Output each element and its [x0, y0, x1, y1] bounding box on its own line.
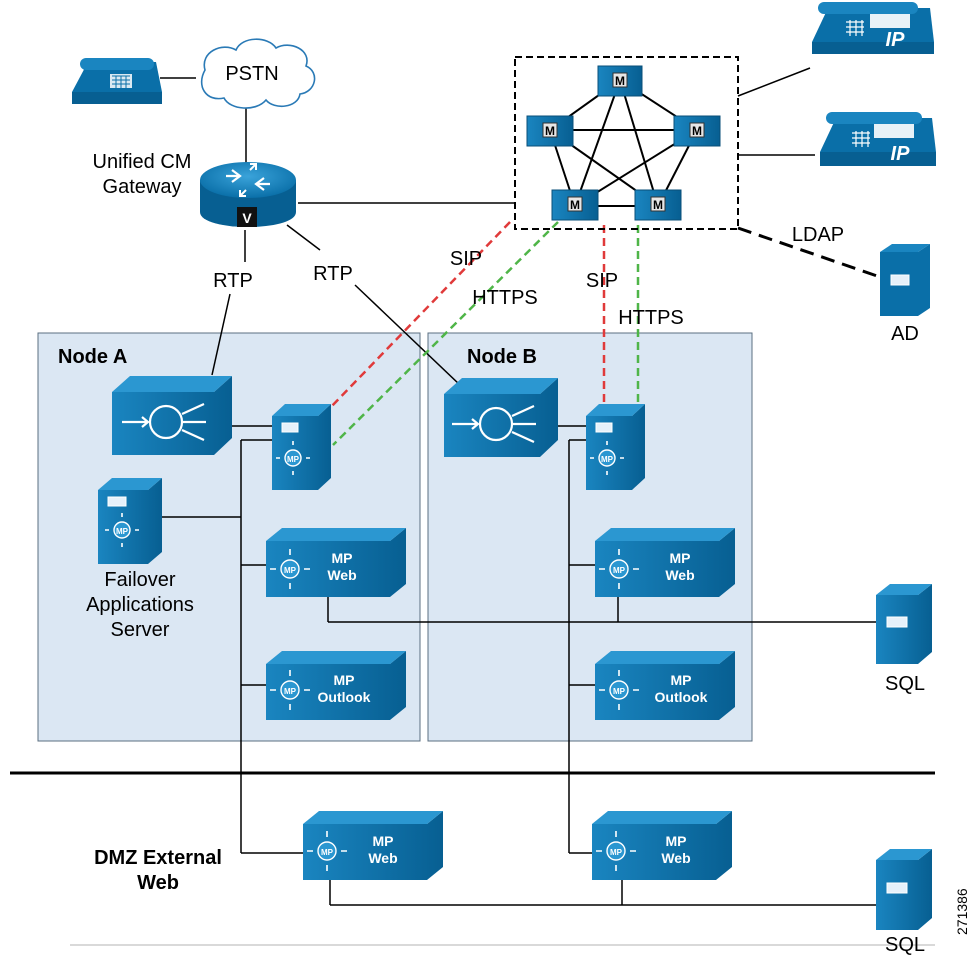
sql-label-internal: SQL	[885, 673, 925, 695]
connections	[160, 67, 881, 906]
cm-server-top	[597, 65, 643, 97]
mp-web-dmz-a	[303, 811, 443, 880]
mp-outlook-a-line1: MP	[334, 672, 355, 688]
ldap-label: LDAP	[792, 224, 844, 246]
sip-right-label: SIP	[586, 270, 618, 292]
cm-badge-left: M	[545, 124, 555, 138]
mp-outlook-b-line2: Outlook	[655, 689, 708, 705]
cm-server-right	[673, 115, 721, 147]
sip-left-label: SIP	[450, 248, 482, 270]
mp-web-b-line2: Web	[665, 567, 694, 583]
ad-label: AD	[891, 323, 919, 345]
figure-id: 271386	[954, 888, 970, 935]
mp-web-dmz-b	[592, 811, 732, 880]
mp-badge-web-a: MP	[284, 566, 297, 575]
https-left-label: HTTPS	[472, 287, 538, 309]
cm-server-left	[526, 115, 574, 147]
sql-server-icon	[876, 849, 932, 930]
pstn-label: PSTN	[225, 63, 278, 85]
cm-badge-bottom-left: M	[570, 198, 580, 212]
failover-label-line2: Applications	[86, 594, 194, 616]
mp-badge-outlook-b: MP	[613, 687, 626, 696]
cm-badge-right: M	[692, 124, 702, 138]
mp-web-dmz-a-line2: Web	[368, 850, 397, 866]
rtp-left-label: RTP	[213, 270, 253, 292]
mp-outlook-a-line2: Outlook	[318, 689, 371, 705]
failover-label-line1: Failover	[104, 569, 175, 591]
conference-bridge-b	[444, 378, 558, 457]
mp-outlook-node-b	[595, 651, 735, 720]
gateway-label-line2: Gateway	[103, 176, 182, 198]
cm-cluster-box	[514, 56, 739, 230]
mp-web-dmz-b-line2: Web	[661, 850, 690, 866]
node-b-title: Node B	[467, 346, 537, 368]
mp-web-a-line1: MP	[332, 550, 353, 566]
phone-icon	[72, 58, 162, 104]
mp-badge-outlook-a: MP	[284, 687, 297, 696]
ip-phone-label-2: IP	[891, 143, 911, 165]
mp-web-node-b	[595, 528, 735, 597]
mp-outlook-node-a	[266, 651, 406, 720]
failover-server-icon	[98, 478, 162, 564]
dmz-label-line2: Web	[137, 872, 179, 894]
mp-badge-web-b: MP	[613, 566, 626, 575]
cm-server-bottom-right	[634, 189, 682, 221]
mp-outlook-b-line1: MP	[671, 672, 692, 688]
pstn-cloud	[200, 38, 316, 109]
mp-badge-failover: MP	[116, 527, 129, 536]
mp-badge-node-a: MP	[287, 455, 300, 464]
mp-web-b-line1: MP	[670, 550, 691, 566]
cm-badge-bottom-right: M	[653, 198, 663, 212]
https-right-label: HTTPS	[618, 307, 684, 329]
mp-server-node-b	[586, 404, 645, 490]
mp-server-node-a	[272, 404, 331, 490]
ip-phone-icon	[820, 112, 936, 166]
sql-server-icon	[876, 584, 932, 664]
ip-phone-label-1: IP	[886, 29, 906, 51]
rtp-right-label: RTP	[313, 263, 353, 285]
gateway-label-line1: Unified CM	[93, 151, 192, 173]
mp-web-dmz-b-line1: MP	[666, 833, 687, 849]
failover-label-line3: Server	[111, 619, 170, 641]
sql-label-dmz: SQL	[885, 934, 925, 955]
cm-badge-top: M	[615, 74, 625, 88]
router-icon	[200, 162, 296, 227]
node-a-title: Node A	[58, 346, 127, 368]
mp-badge-dmz-b: MP	[610, 848, 623, 857]
mp-badge-dmz-a: MP	[321, 848, 334, 857]
ip-phone-icon	[812, 2, 934, 54]
mp-web-dmz-a-line1: MP	[373, 833, 394, 849]
ad-server-icon	[880, 244, 930, 316]
mp-web-node-a	[266, 528, 406, 597]
conference-bridge-a	[112, 376, 232, 455]
router-badge: V	[242, 210, 252, 226]
mp-web-a-line2: Web	[327, 567, 356, 583]
cm-server-bottom-left	[551, 189, 599, 221]
mp-badge-node-b: MP	[601, 455, 614, 464]
dmz-label-line1: DMZ External	[94, 847, 222, 869]
